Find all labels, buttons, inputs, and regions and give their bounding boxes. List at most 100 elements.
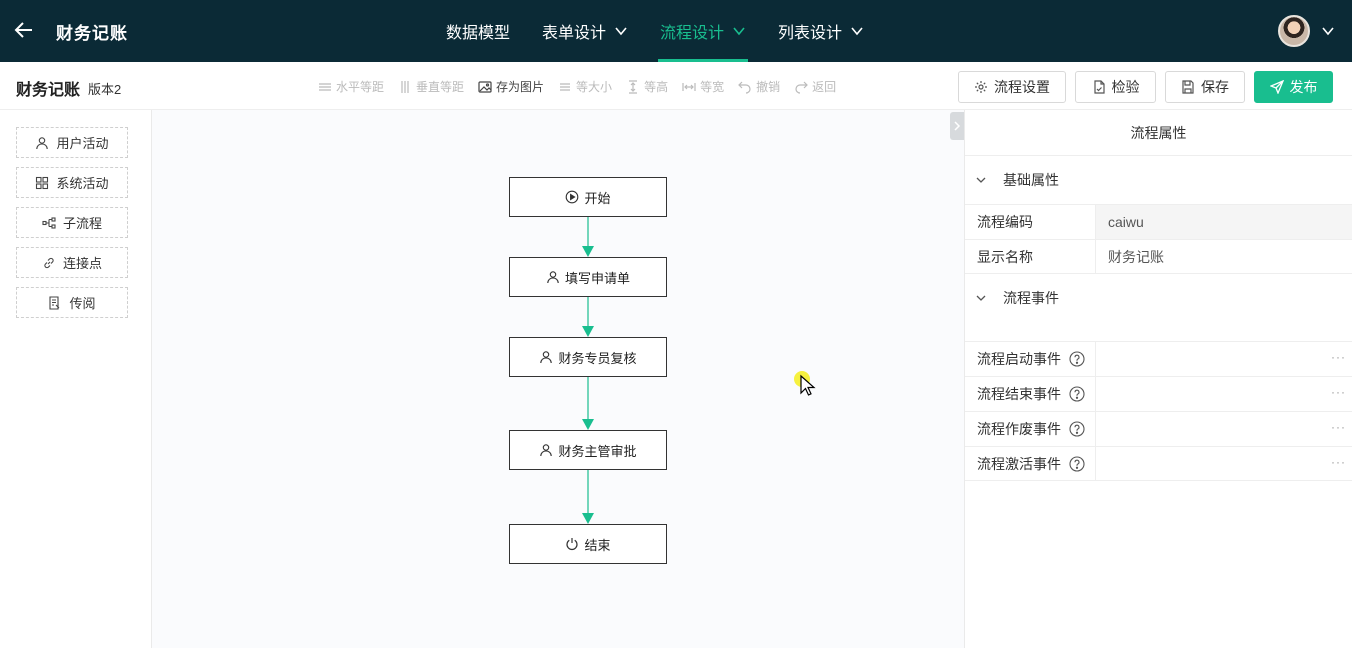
help-icon[interactable] [1069,351,1085,367]
palette-label: 系统活动 [56,176,109,191]
palette-connection-point[interactable]: 连接点 [16,247,128,278]
save-icon [1182,80,1194,94]
more-options-icon[interactable]: ··· [1331,385,1346,399]
nav-label: 数据模型 [446,25,511,42]
collapse-right-panel-handle[interactable] [950,112,964,140]
spacer [965,322,1352,341]
section-basic-properties[interactable]: 基础属性 [965,156,1352,204]
section-label: 流程事件 [1003,290,1059,306]
tool-equal-height[interactable]: 等高 [626,78,668,95]
check-button[interactable]: 检验 [1075,71,1156,103]
flow-node-fill-application[interactable]: 填写申请单 [509,257,667,297]
node-label: 开始 [584,190,611,206]
basic-properties-table: 流程编码 caiwu 显示名称 财务记账 [965,204,1352,274]
property-label: 流程编码 [965,205,1096,239]
help-icon[interactable] [1069,455,1085,472]
flow-edges [582,217,594,524]
palette-circulate[interactable]: 传阅 [16,287,128,318]
event-value-field[interactable]: ··· [1096,342,1352,376]
flow-node-manager-approval[interactable]: 财务主管审批 [509,430,667,470]
edge-arrowhead [582,513,594,524]
power-icon [566,538,579,551]
tool-align-horizontal[interactable]: 水平等距 [318,78,384,95]
property-row-code: 流程编码 caiwu [965,204,1352,239]
flow-settings-button[interactable]: 流程设置 [958,71,1066,103]
event-row-end: 流程结束事件 ··· [965,376,1352,411]
palette-user-activity[interactable]: 用户活动 [16,127,128,158]
node-palette: 用户活动 系统活动 子流程 连接点 传阅 [0,110,152,648]
section-flow-events[interactable]: 流程事件 [965,274,1352,322]
flow-canvas[interactable]: 开始 填写申请单 财务专员复核 财务主管审批 结束 [152,110,964,648]
equal-width-icon [682,82,696,91]
designer-toolbar: 财务记账 版本2 水平等距 垂直等距 存为图片 等大小 等高 等宽 撤销 [0,62,1352,110]
property-row-display-name: 显示名称 财务记账 [965,239,1352,274]
palette-subflow[interactable]: 子流程 [16,207,128,238]
flow-events-table: 流程启动事件 ··· 流程结束事件 ··· 流程作废事件 [965,341,1352,481]
flow-code-value: caiwu [1096,205,1352,239]
nav-label: 表单设计 [542,25,607,42]
display-name-field[interactable]: 财务记账 [1108,248,1164,265]
property-label: 流程作废事件 [965,412,1096,446]
section-label: 基础属性 [1003,172,1059,188]
button-label: 发布 [1289,79,1318,95]
nav-form-design[interactable]: 表单设计 [526,0,644,62]
check-document-icon [1093,80,1105,94]
event-value-field[interactable]: ··· [1096,412,1352,446]
tool-equal-width[interactable]: 等宽 [682,78,724,95]
properties-panel: 流程属性 基础属性 流程编码 caiwu 显示名称 财务记账 流程事件 流程启动… [964,110,1352,648]
flow-node-start[interactable]: 开始 [509,177,667,217]
user-icon [36,136,49,149]
button-label: 流程设置 [994,79,1050,95]
tool-align-vertical[interactable]: 垂直等距 [398,78,464,95]
flow-node-finance-review[interactable]: 财务专员复核 [509,337,667,377]
flow-node-end[interactable]: 结束 [509,524,667,564]
equal-size-icon [560,82,571,91]
back-arrow-icon[interactable] [12,18,36,42]
event-label: 流程作废事件 [977,421,1061,437]
nav-list-design[interactable]: 列表设计 [762,0,880,62]
tool-equal-size[interactable]: 等大小 [558,78,612,95]
nav-data-model[interactable]: 数据模型 [430,0,526,62]
undo-icon [738,81,751,94]
event-value-field[interactable]: ··· [1096,447,1352,480]
chevron-down-icon [976,295,986,301]
tool-undo[interactable]: 撤销 [738,78,780,95]
palette-label: 子流程 [62,216,102,231]
chevron-right-icon [954,121,961,131]
chevron-down-icon [851,27,863,36]
event-value-field[interactable]: ··· [1096,377,1352,411]
image-icon [478,80,492,93]
publish-button[interactable]: 发布 [1254,71,1333,103]
event-label: 流程启动事件 [977,351,1061,367]
user-icon [540,444,553,457]
node-label: 财务主管审批 [558,443,637,459]
nav-flow-design[interactable]: 流程设计 [644,0,762,62]
edge-arrowhead [582,326,594,337]
gear-icon [975,81,987,93]
property-label: 流程激活事件 [965,447,1096,480]
chevron-down-icon [976,177,986,183]
save-button[interactable]: 保存 [1165,71,1245,103]
send-icon [1269,80,1284,94]
more-options-icon[interactable]: ··· [1331,420,1346,434]
palette-system-activity[interactable]: 系统活动 [16,167,128,198]
chevron-down-icon[interactable] [1321,24,1335,38]
document-title: 财务记账 [16,82,81,99]
user-icon [547,271,559,284]
align-vertical-icon [401,80,409,93]
help-icon[interactable] [1069,421,1085,437]
property-label: 显示名称 [965,240,1096,273]
user-avatar[interactable] [1278,15,1310,47]
tool-label: 等高 [644,80,669,94]
tool-label: 返回 [812,80,837,94]
tool-redo[interactable]: 返回 [794,78,836,95]
palette-label: 用户活动 [56,136,109,151]
main-nav: 数据模型 表单设计 流程设计 列表设计 [430,0,880,62]
palette-label: 连接点 [62,256,102,271]
more-options-icon[interactable]: ··· [1331,350,1346,364]
tool-save-image[interactable]: 存为图片 [478,78,544,95]
more-options-icon[interactable]: ··· [1331,455,1346,469]
property-label: 流程结束事件 [965,377,1096,411]
help-icon[interactable] [1069,386,1085,402]
palette-label: 传阅 [69,296,96,311]
